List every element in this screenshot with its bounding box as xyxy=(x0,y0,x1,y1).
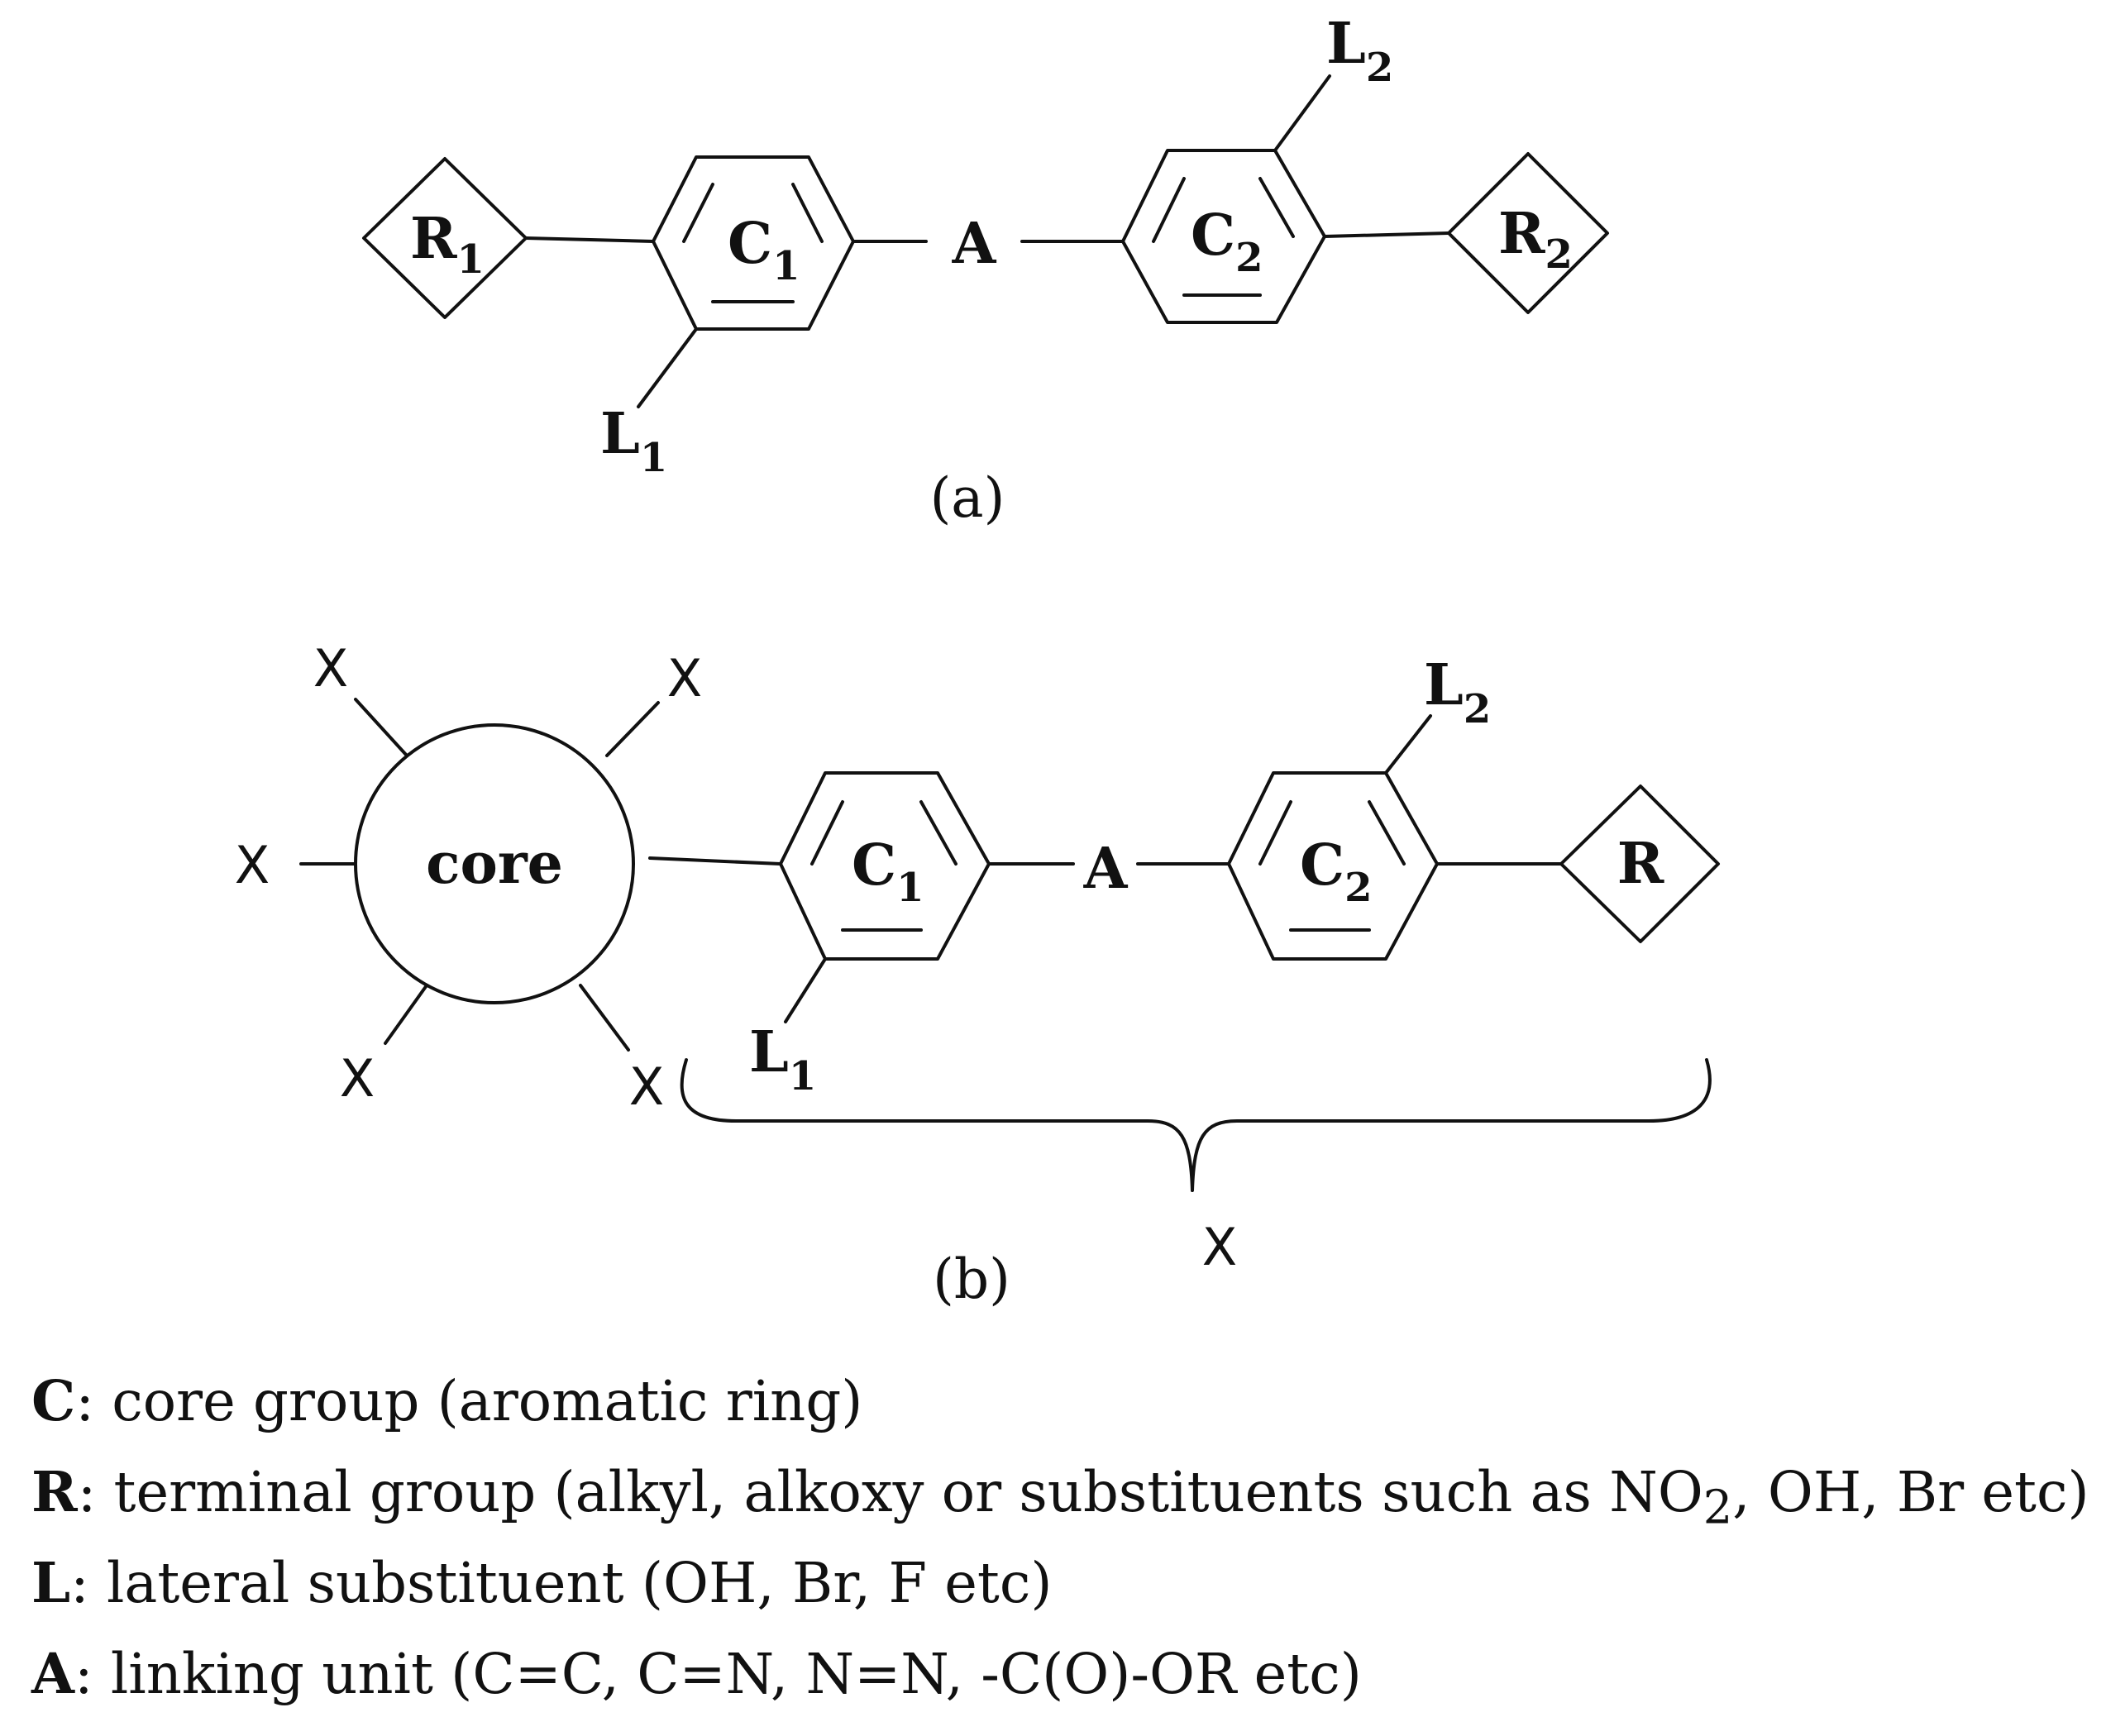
arm-x-label: X xyxy=(340,1048,375,1109)
linker-ab-label: A xyxy=(1083,836,1129,902)
bond-c1b-lateral-l1 xyxy=(784,957,827,1023)
brace-x-label: X xyxy=(1202,1217,1237,1277)
lateral-l2b-label: L2 xyxy=(1424,652,1491,732)
legend-key: A xyxy=(31,1641,74,1706)
arm-x-label: X xyxy=(629,1056,664,1117)
bond-r1-c1 xyxy=(524,236,655,243)
ring-c2-inner-bond xyxy=(1258,177,1295,238)
terminal-r-label: R xyxy=(1617,831,1664,897)
ring-c2b-inner-bond xyxy=(1368,800,1406,866)
legend-text: : terminal group (alkyl, alkoxy or subst… xyxy=(77,1460,1703,1524)
core-arm-upper-left xyxy=(354,698,408,757)
legend-item-c: C: core group (aromatic ring) xyxy=(31,1356,2099,1447)
lateral-l1-label: L1 xyxy=(600,401,667,481)
lateral-l2-label: L2 xyxy=(1326,11,1393,91)
bond-c1-lateral-l1 xyxy=(637,327,698,408)
ring-c2-label: C2 xyxy=(1191,203,1263,281)
ring-c1-label: C1 xyxy=(728,211,800,289)
bond-c2-r2 xyxy=(1323,231,1450,238)
terminal-r1-label: R1 xyxy=(410,206,485,283)
ring-c2b-inner-bond xyxy=(1258,800,1292,866)
legend: C: core group (aromatic ring) R: termina… xyxy=(31,1356,2099,1719)
arm-x-label: X xyxy=(313,638,348,699)
bond-c2b-lateral-l2 xyxy=(1384,714,1432,775)
curly-brace xyxy=(680,1058,1712,1192)
arm-x-label: X xyxy=(667,648,702,708)
linker-a-label: A xyxy=(952,211,997,277)
legend-key: L xyxy=(31,1550,71,1615)
ring-c1b-label: C1 xyxy=(852,832,924,911)
ring-c1-inner-bond xyxy=(791,183,824,243)
legend-item-r: R: terminal group (alkyl, alkoxy or subs… xyxy=(31,1447,2099,1538)
core-arm-lower-left xyxy=(384,984,428,1045)
legend-item-l: L: lateral substituent (OH, Br, F etc) xyxy=(31,1538,2099,1629)
lateral-l1b-label: L1 xyxy=(749,1019,816,1099)
terminal-r-diamond xyxy=(1559,785,1720,943)
terminal-r2-diamond xyxy=(1447,152,1609,314)
ring-c1-inner-bond xyxy=(682,183,714,243)
legend-item-a: A: linking unit (C=C, C=N, N=N, -C(O)-OR… xyxy=(31,1629,2099,1719)
core-arm-lower-right xyxy=(579,984,630,1052)
bond-core-c1 xyxy=(648,856,782,866)
core-label: core xyxy=(426,831,563,897)
core-arm-upper-right xyxy=(605,701,660,757)
molecular-diagrams: R1 C1 A C2 R2 L1 L2 (a) core X X X X X C… xyxy=(235,11,1720,1311)
bond-c2-lateral-l2 xyxy=(1273,74,1331,152)
ring-c2-inner-bond xyxy=(1152,177,1186,243)
legend-subscript: 2 xyxy=(1702,1481,1733,1535)
legend-key: R xyxy=(31,1459,78,1524)
legend-key: C xyxy=(31,1368,76,1433)
legend-text: : lateral substituent (OH, Br, F etc) xyxy=(70,1551,1053,1615)
caption-b: (b) xyxy=(933,1247,1010,1311)
caption-a: (a) xyxy=(930,466,1005,530)
ring-c1b-inner-bond xyxy=(919,800,957,866)
legend-text: : linking unit (C=C, C=N, N=N, -C(O)-OR … xyxy=(74,1642,1362,1706)
terminal-r1-diamond xyxy=(362,157,528,319)
legend-text: , OH, Br etc) xyxy=(1732,1460,2089,1524)
arm-x-label: X xyxy=(235,835,270,895)
ring-c2b-label: C2 xyxy=(1300,832,1373,911)
ring-c1b-inner-bond xyxy=(810,800,844,866)
legend-text: : core group (aromatic ring) xyxy=(75,1369,863,1433)
terminal-r2-label: R2 xyxy=(1498,201,1573,278)
